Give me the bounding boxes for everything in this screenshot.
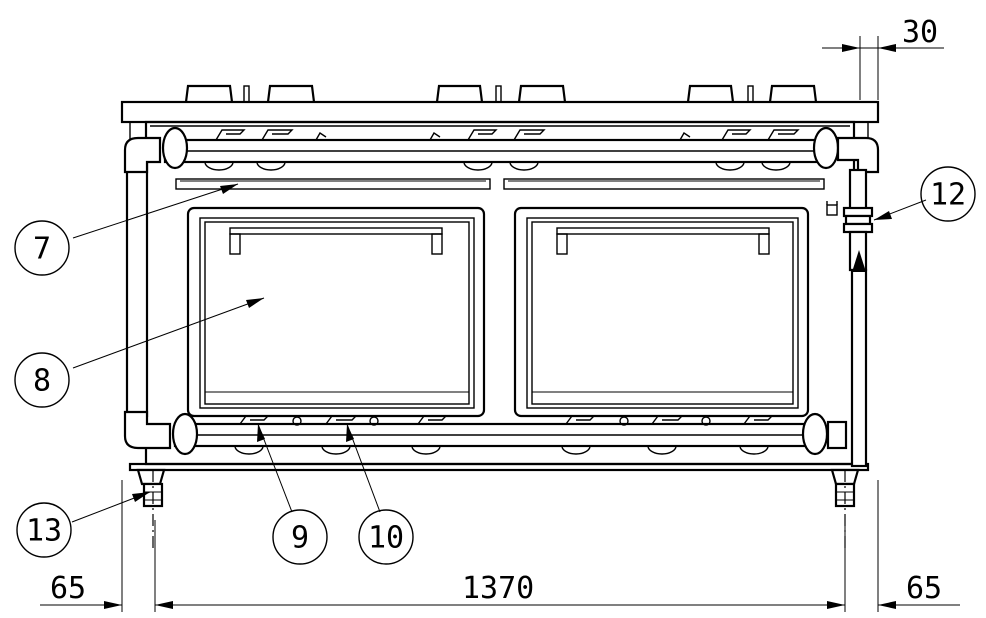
callout-12: 12 bbox=[920, 166, 976, 222]
cabinet-body bbox=[128, 120, 870, 472]
callout-9-label: 9 bbox=[291, 521, 309, 556]
callout-13: 13 bbox=[16, 502, 72, 558]
lower-manifold bbox=[171, 412, 848, 456]
control-panels bbox=[175, 178, 825, 190]
dimension-left-offset-label: 65 bbox=[50, 571, 86, 606]
right-gas-inlet-pipe bbox=[826, 136, 880, 468]
lower-tap-handles bbox=[239, 415, 774, 426]
left-gas-pipe bbox=[123, 136, 172, 450]
leader-lines bbox=[71, 183, 927, 523]
upper-tap-handles bbox=[215, 129, 800, 141]
oven-door-right bbox=[513, 206, 810, 418]
adjustable-feet bbox=[136, 468, 860, 508]
callout-10: 10 bbox=[358, 509, 414, 565]
callout-10-label: 10 bbox=[368, 521, 404, 556]
oven-door-left bbox=[186, 206, 486, 418]
dimension-lines bbox=[40, 44, 960, 609]
dimension-right-offset-label: 65 bbox=[906, 571, 942, 606]
dimension-overall-width-label: 1370 bbox=[462, 571, 534, 606]
center-lines bbox=[152, 470, 846, 548]
callout-7-label: 7 bbox=[33, 232, 51, 267]
upper-manifold bbox=[161, 126, 840, 171]
callout-13-label: 13 bbox=[26, 514, 62, 549]
burner-grates bbox=[184, 84, 818, 103]
callout-12-label: 12 bbox=[930, 178, 966, 213]
extension-lines bbox=[121, 36, 879, 612]
callout-9: 9 bbox=[272, 509, 328, 565]
callout-7: 7 bbox=[14, 220, 70, 276]
callout-8: 8 bbox=[14, 352, 70, 408]
dimension-top-right-label: 30 bbox=[902, 15, 938, 50]
callout-8-label: 8 bbox=[33, 364, 51, 399]
